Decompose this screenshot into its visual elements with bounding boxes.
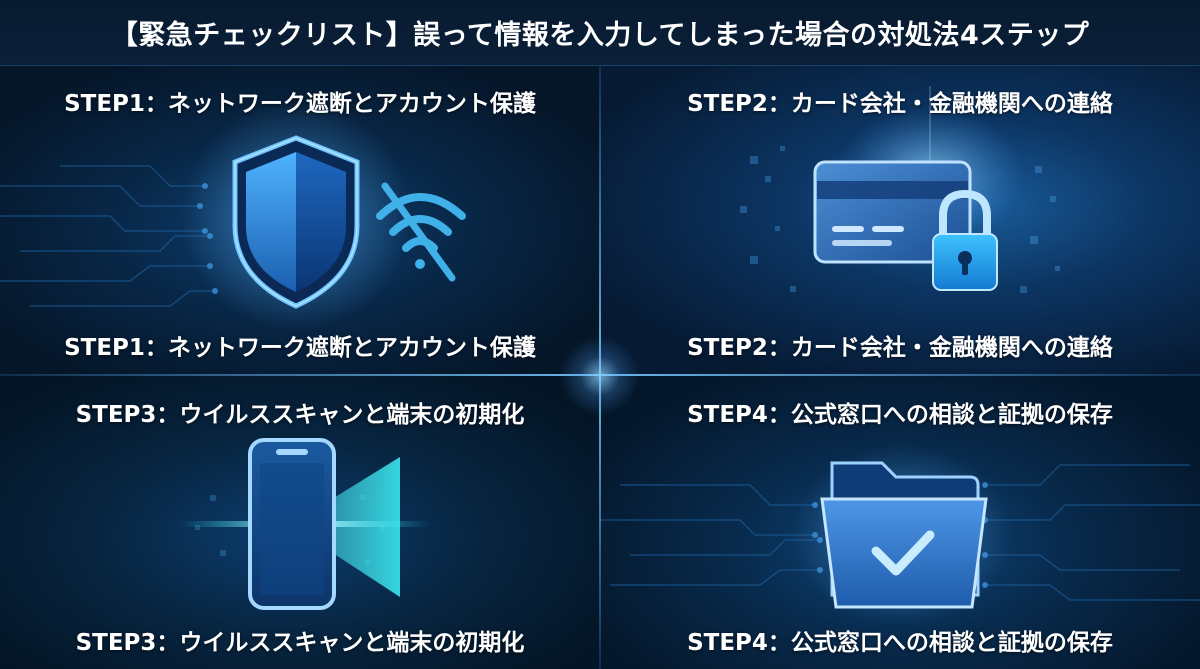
page-title: 【緊急チェックリスト】誤って情報を入力してしまった場合の対処法4ステップ xyxy=(110,20,1090,51)
folder-icon xyxy=(820,461,988,609)
step1-heading-bottom: STEP1：ネットワーク遮断とアカウント保護 xyxy=(64,335,536,361)
circuit-lines-right xyxy=(985,464,1200,601)
steps-grid: STEP1：ネットワーク遮断とアカウント保護 STEP1：ネットワーク遮断とアカ… xyxy=(0,66,1200,669)
smartphone-icon xyxy=(248,438,336,610)
step4-heading-bottom: STEP4：公式窓口への相談と証拠の保存 xyxy=(687,630,1113,656)
center-glow xyxy=(560,336,640,416)
step3-panel: STEP3：ウイルススキャンと端末の初期化 STEP3：ウイルススキャンと端末の… xyxy=(0,375,600,669)
padlock-icon xyxy=(932,189,998,291)
pixel-grid xyxy=(740,146,1060,293)
shield-icon xyxy=(232,135,360,309)
step1-heading-top: STEP1：ネットワーク遮断とアカウント保護 xyxy=(64,91,536,117)
step4-illustration xyxy=(600,445,1200,625)
step1-illustration xyxy=(0,101,466,331)
step3-heading-top: STEP3：ウイルススキャンと端末の初期化 xyxy=(75,402,525,428)
step2-heading-top: STEP2：カード会社・金融機関への連絡 xyxy=(687,91,1113,117)
circuit-lines xyxy=(0,165,215,307)
step2-panel: STEP2：カード会社・金融機関への連絡 STEP2：カード会社・金融機関への連… xyxy=(600,66,1200,375)
wifi-off-icon xyxy=(376,182,466,282)
step2-illustration xyxy=(740,86,1060,293)
credit-card-icon xyxy=(813,160,972,264)
step1-panel: STEP1：ネットワーク遮断とアカウント保護 STEP1：ネットワーク遮断とアカ… xyxy=(0,66,600,375)
title-bar: 【緊急チェックリスト】誤って情報を入力してしまった場合の対処法4ステップ xyxy=(0,0,1200,66)
step4-panel: STEP4：公式窓口への相談と証拠の保存 STEP4：公式窓口への相談と証拠の保… xyxy=(600,375,1200,669)
step2-heading-bottom: STEP2：カード会社・金融機関への連絡 xyxy=(687,335,1113,361)
checkmark-icon xyxy=(871,530,935,576)
step3-heading-bottom: STEP3：ウイルススキャンと端末の初期化 xyxy=(75,630,525,656)
circuit-lines-left xyxy=(600,484,820,586)
step4-heading-top: STEP4：公式窓口への相談と証拠の保存 xyxy=(687,402,1113,428)
step3-illustration xyxy=(180,438,430,610)
